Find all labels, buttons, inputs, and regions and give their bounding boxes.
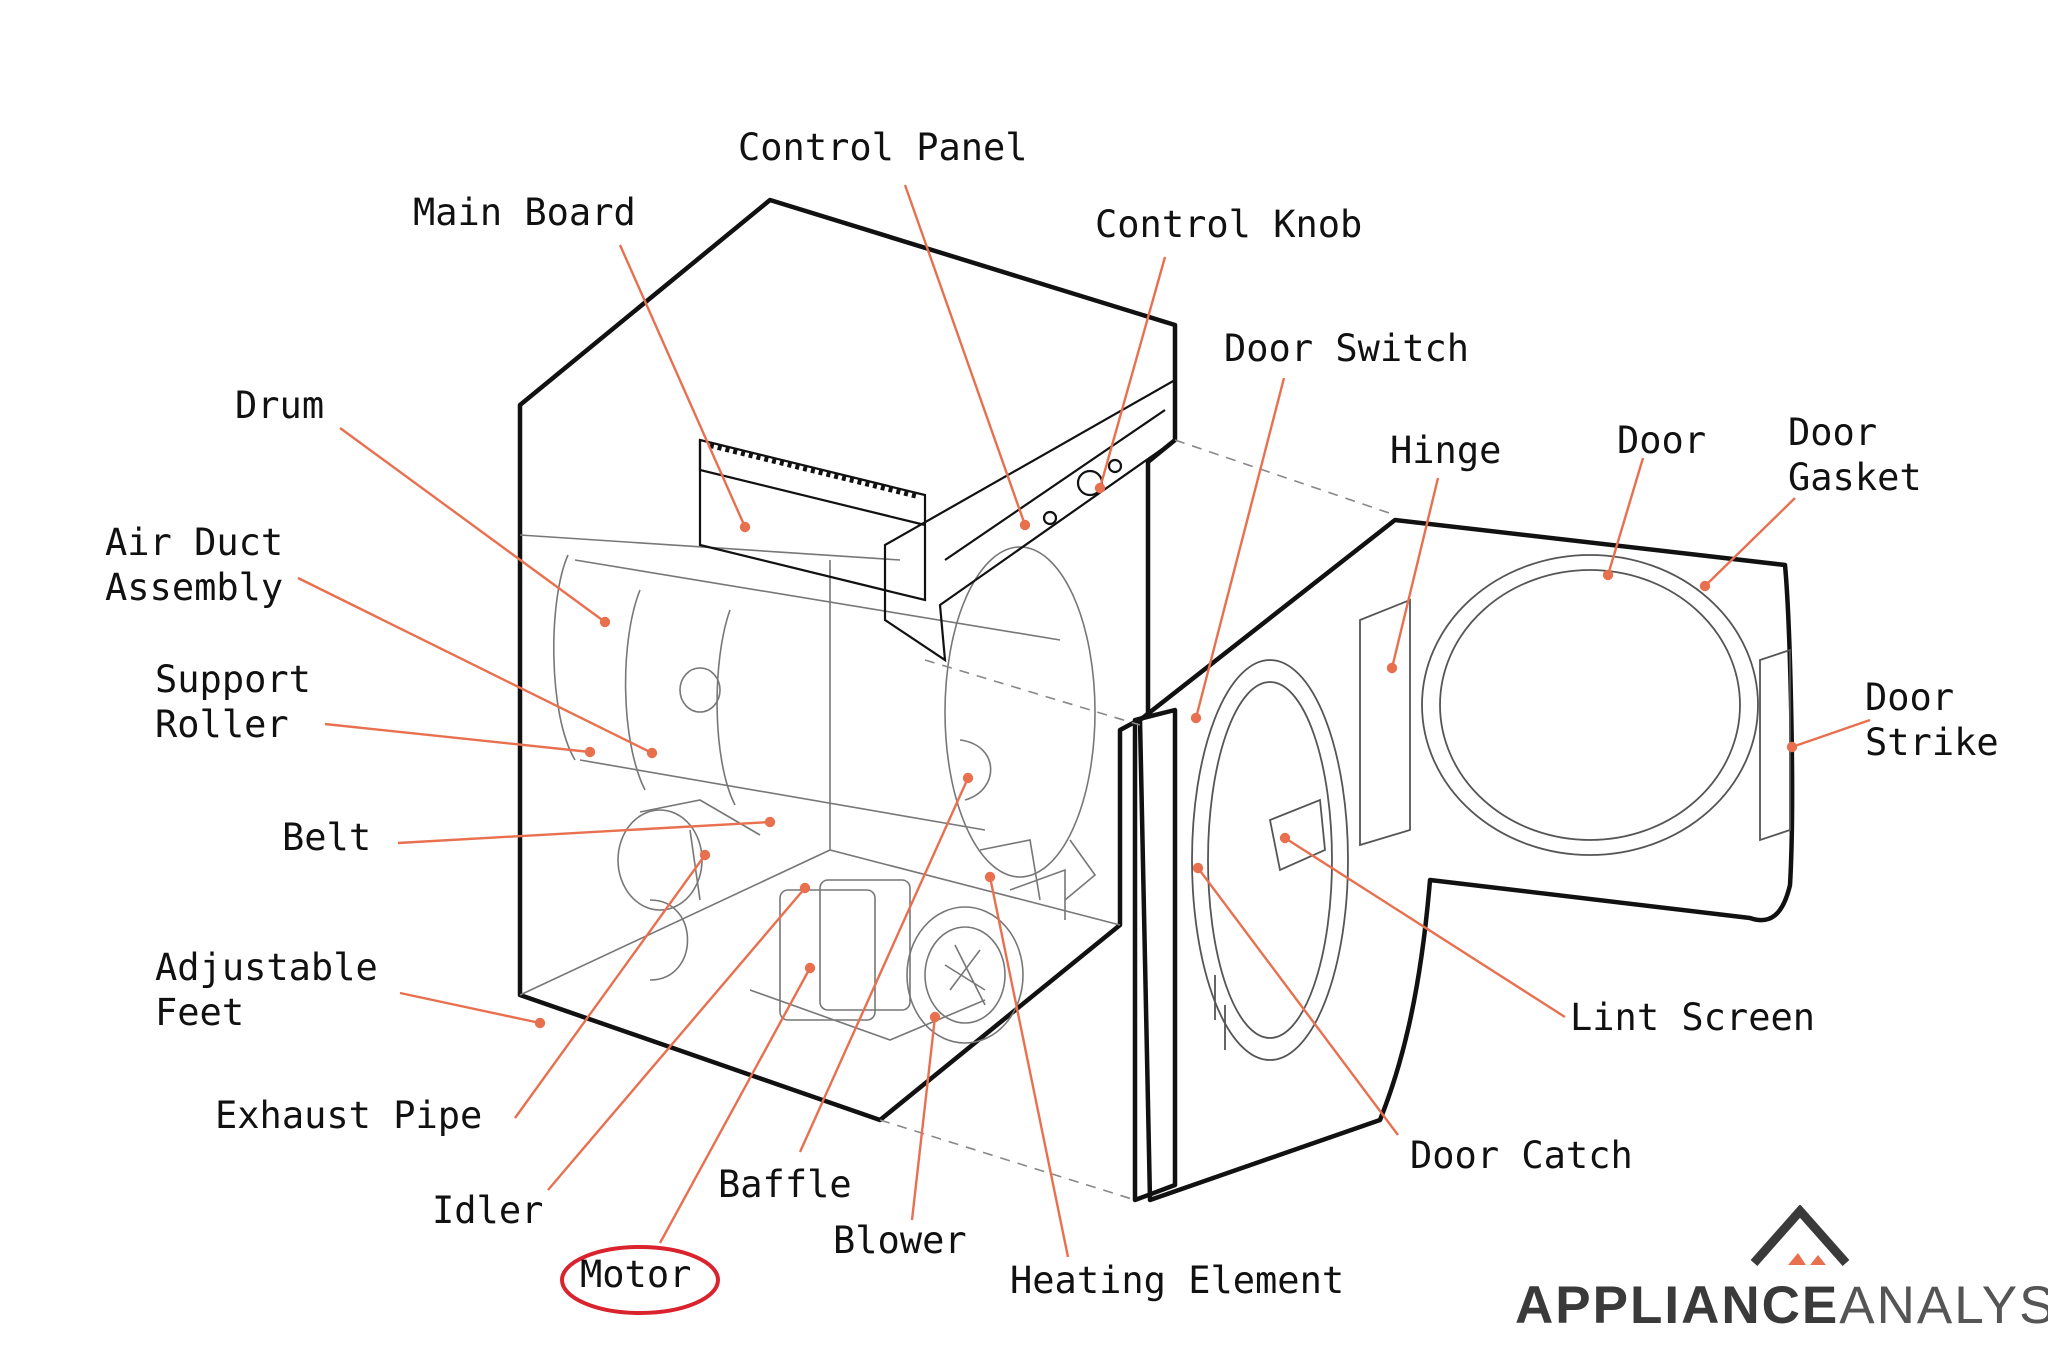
motor-highlight-ring: [560, 1245, 720, 1315]
label-idler: Idler: [432, 1189, 544, 1232]
label-exhaust-pipe: Exhaust Pipe: [215, 1094, 483, 1137]
label-heating-element: Heating Element: [1010, 1259, 1345, 1302]
label-main-board: Main Board: [413, 191, 636, 234]
label-support-roller: Support Roller: [155, 658, 311, 747]
label-motor: Motor: [580, 1253, 692, 1296]
logo-word-strong: APPLIANCE: [1515, 1276, 1840, 1335]
logo-wordmark: APPLIANCEANALYSTS: [1515, 1275, 2048, 1336]
label-control-panel: Control Panel: [738, 126, 1028, 169]
label-hinge: Hinge: [1390, 429, 1502, 472]
label-belt: Belt: [282, 816, 372, 859]
label-door-strike: Door Strike: [1865, 676, 1999, 765]
label-adjustable-feet: Adjustable Feet: [155, 946, 378, 1035]
label-air-duct-assembly: Air Duct Assembly: [105, 521, 284, 610]
label-door-gasket: Door Gasket: [1788, 411, 1922, 500]
door-detail: [1191, 554, 1791, 1061]
control-console: [698, 378, 1177, 663]
door-assembly: [1137, 517, 1795, 1203]
front-panel: [1132, 707, 1178, 1203]
label-lint-screen: Lint Screen: [1570, 996, 1816, 1039]
label-door: Door: [1617, 419, 1707, 462]
label-control-knob: Control Knob: [1095, 203, 1363, 246]
logo-word-light: ANALYSTS: [1839, 1276, 2048, 1335]
door-swing-lines: [879, 439, 1396, 1201]
cabinet-interior: [519, 534, 1121, 1044]
label-door-switch: Door Switch: [1224, 327, 1470, 370]
logo-mark-icon: [1750, 1205, 1850, 1266]
label-blower: Blower: [833, 1219, 967, 1262]
appliance-analysts-logo: APPLIANCEANALYSTS: [1515, 1205, 2048, 1335]
cabinet: [517, 197, 1178, 1123]
label-door-catch: Door Catch: [1410, 1134, 1633, 1177]
label-baffle: Baffle: [718, 1163, 852, 1206]
leader-lines: [297, 184, 1871, 1258]
label-drum: Drum: [235, 384, 325, 427]
